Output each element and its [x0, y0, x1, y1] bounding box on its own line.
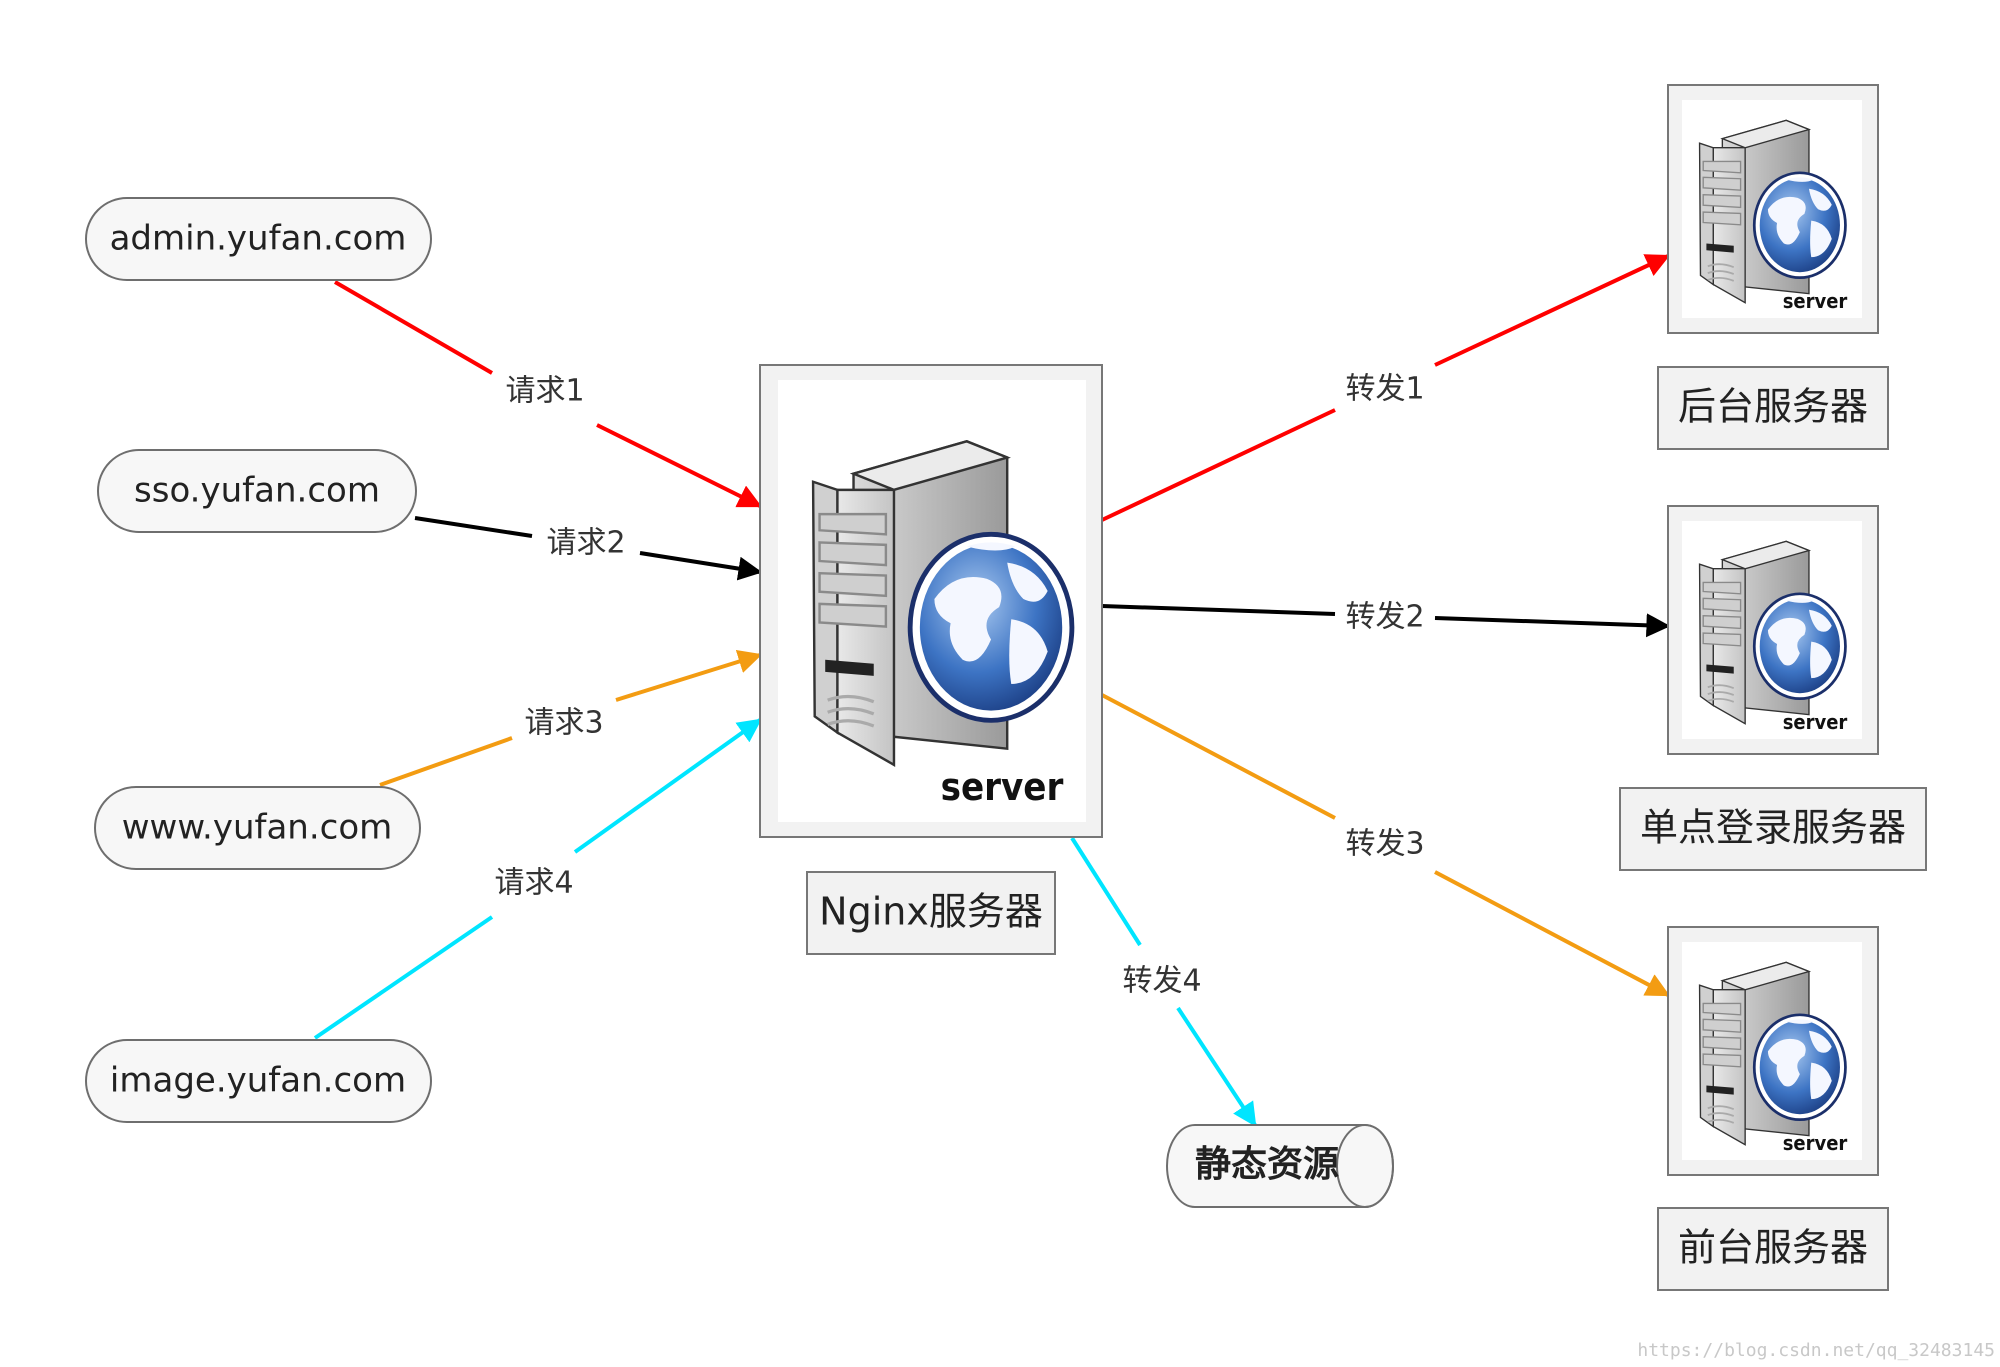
- forward-2-label: 转发2: [1345, 600, 1424, 635]
- request-4-arrow: [573, 718, 762, 854]
- request-3-arrow: [615, 649, 763, 702]
- forward-1-line-a: [1101, 408, 1336, 522]
- nginx-label: Nginx服务器: [819, 890, 1043, 934]
- forward-4-arrow: [1176, 1006, 1257, 1128]
- server-icon-text: server: [941, 765, 1064, 809]
- client-sso: sso.yufan.com: [97, 449, 417, 533]
- nginx-server-node: server: [759, 364, 1103, 838]
- request-3-line-a: [379, 736, 513, 787]
- backend-www-label-box: 前台服务器: [1657, 1207, 1889, 1291]
- forward-1-arrow: [1434, 254, 1671, 367]
- client-admin: admin.yufan.com: [85, 197, 432, 281]
- forward-4-label: 转发4: [1122, 964, 1201, 999]
- server-icon-text: server: [1783, 289, 1848, 313]
- client-www: www.yufan.com: [94, 786, 421, 870]
- request-1-line-a: [333, 280, 494, 375]
- request-edges: [313, 280, 763, 1040]
- request-4-label: 请求4: [494, 866, 573, 901]
- client-label: admin.yufan.com: [110, 219, 407, 259]
- forward-3-arrow: [1434, 870, 1671, 997]
- request-3-label: 请求3: [524, 706, 603, 741]
- request-1-label: 请求1: [505, 374, 584, 409]
- client-image: image.yufan.com: [85, 1039, 432, 1123]
- forward-1-label: 转发1: [1345, 372, 1424, 407]
- backend-admin-label-box: 后台服务器: [1657, 366, 1889, 450]
- server-icon-text: server: [1783, 710, 1848, 734]
- forward-3-line-a: [1101, 693, 1336, 820]
- forward-4-line-a: [1070, 836, 1142, 947]
- client-label: sso.yufan.com: [134, 471, 380, 511]
- server-globe-icon: server: [1698, 118, 1848, 313]
- server-globe-icon: server: [1698, 960, 1848, 1155]
- client-label: image.yufan.com: [110, 1061, 406, 1101]
- forward-edges: [1070, 254, 1671, 1128]
- server-icon-text: server: [1783, 1131, 1848, 1155]
- request-1-arrow: [596, 423, 763, 508]
- forward-3-label: 转发3: [1345, 827, 1424, 862]
- forward-2-arrow: [1434, 613, 1671, 638]
- nginx-label-box: Nginx服务器: [806, 871, 1056, 955]
- backend-admin-server: server: [1667, 84, 1879, 334]
- watermark: https://blog.csdn.net/qq_32483145: [1637, 1340, 1995, 1361]
- request-2-arrow: [639, 551, 763, 581]
- request-2-label: 请求2: [546, 526, 625, 561]
- backend-label: 单点登录服务器: [1640, 806, 1906, 850]
- request-2-line-a: [414, 516, 533, 538]
- backend-www-server: server: [1667, 926, 1879, 1176]
- server-globe-icon: server: [813, 441, 1072, 809]
- static-resource-label: 静态资源: [1195, 1144, 1339, 1185]
- backend-sso-server: server: [1667, 505, 1879, 755]
- backend-label: 后台服务器: [1678, 385, 1868, 429]
- forward-2-line-a: [1101, 604, 1336, 616]
- backend-label: 前台服务器: [1678, 1226, 1868, 1270]
- request-4-line-a: [313, 915, 494, 1040]
- server-globe-icon: server: [1698, 539, 1848, 734]
- backend-sso-label-box: 单点登录服务器: [1619, 787, 1927, 871]
- static-resource-node: 静态资源: [1166, 1124, 1394, 1208]
- client-label: www.yufan.com: [122, 808, 393, 848]
